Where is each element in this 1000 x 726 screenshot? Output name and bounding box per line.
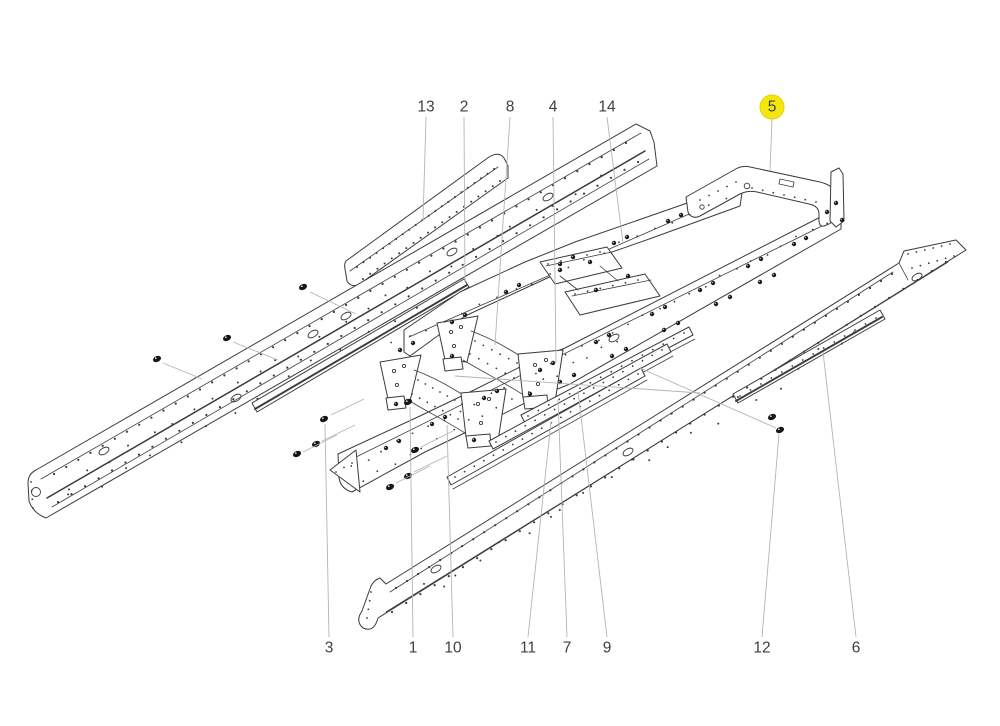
callout-number: 3 [325,640,334,657]
bolt-icon [152,355,162,363]
leader-line [761,433,780,638]
callout-2[interactable]: 2 [460,99,469,283]
rivet-holes [30,141,955,619]
leader-line [527,421,552,638]
callout-3[interactable]: 3 [324,423,334,657]
callout-number: 12 [753,640,770,657]
chassis-assembly [329,165,845,493]
leader-line [769,118,773,172]
bolt-icon [311,440,321,448]
callout-12[interactable]: 12 [753,433,780,657]
leader-line [494,116,511,346]
callout-11[interactable]: 11 [520,421,552,657]
callout-4[interactable]: 4 [549,99,558,364]
callout-8[interactable]: 8 [494,99,515,346]
leader-line [422,116,427,222]
callout-number: 9 [603,640,612,657]
callout-number: 5 [768,99,777,116]
crossmember-plates [539,246,661,316]
callout-layer: 13 2 8 4 14 5 3 1 10 11 7 9 12 6 [324,94,861,657]
callout-14[interactable]: 14 [598,99,624,244]
frame-rail-outer-left [27,123,658,519]
bolt-icon [767,413,777,421]
callout-13[interactable]: 13 [417,99,435,222]
leader-line [557,399,568,638]
callout-number: 11 [520,640,536,657]
callout-9[interactable]: 9 [577,390,612,657]
leader-line [606,116,624,244]
bolt-icon [298,283,308,291]
leader-line [577,390,608,638]
callout-7[interactable]: 7 [557,399,572,657]
callout-6[interactable]: 6 [822,351,861,657]
callout-number: 6 [852,640,861,657]
bolt-icon [222,334,232,342]
bolt-icon [403,398,413,406]
bolt-icon [319,415,329,423]
callout-5[interactable]: 5 [759,94,785,172]
front-gusset-plate [329,449,361,493]
callout-number: 2 [460,99,469,116]
leader-line [822,351,857,638]
callout-1[interactable]: 1 [409,406,418,657]
bolt-heads [383,200,845,451]
leader-line [409,406,414,638]
crossmember-rear [685,165,845,228]
liner-strip-right [732,309,886,404]
callout-number: 10 [444,640,462,657]
callout-number: 4 [549,99,558,116]
bolt-icon [292,450,302,458]
crossmember-front [379,354,507,449]
highlight-circle [759,94,785,120]
callout-number: 7 [563,640,572,657]
leader-line [463,116,466,283]
bolt-icon [410,446,420,454]
leader-line [446,424,454,638]
callout-number: 1 [409,640,418,657]
loose-bolts [152,283,785,491]
callout-number: 14 [598,99,616,116]
callout-10[interactable]: 10 [444,424,462,657]
leader-line [552,116,557,364]
leader-line [324,423,330,638]
callout-number: 13 [417,99,434,116]
bolt-icon [775,426,785,434]
callout-number: 8 [506,99,515,116]
liner-strip-left [251,278,470,413]
bolt-icon [385,483,395,491]
